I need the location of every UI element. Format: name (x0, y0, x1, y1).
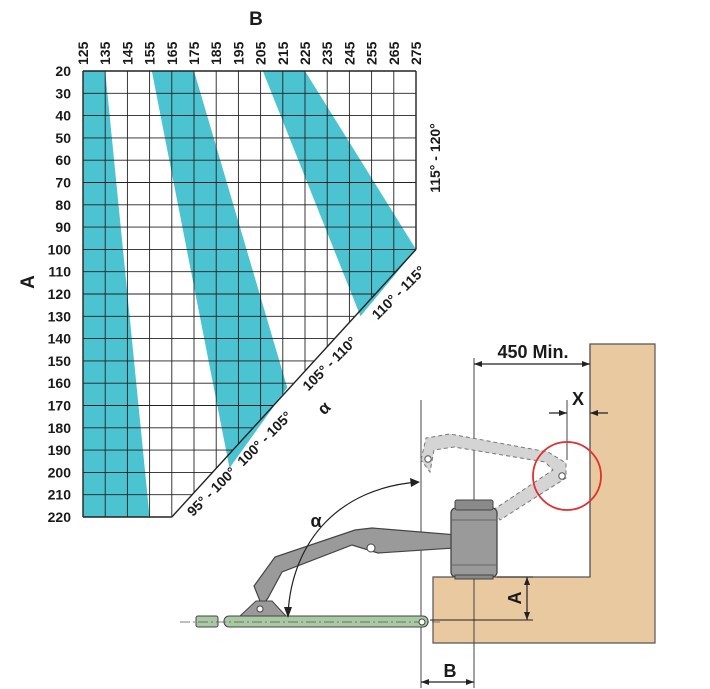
chart-grid (82, 70, 417, 518)
b-tick-label: 235 (319, 41, 335, 65)
a-b-angle-chart: 125 135 145 155 165 175 185 195 205 215 225 235 245 2… (18, 9, 443, 525)
a-tick-label: 120 (48, 286, 72, 302)
a-tick-label: 190 (48, 442, 72, 458)
alpha-label: α (310, 511, 321, 531)
detail-highlight-circle (532, 441, 602, 511)
alpha-arc (287, 481, 419, 615)
a-tick-label: 140 (48, 331, 72, 347)
b-tick-label: 145 (119, 41, 135, 65)
a-tick-label: 130 (48, 308, 72, 324)
grid-diagonal (171, 248, 417, 518)
closer-body (450, 507, 498, 578)
b-axis-ticks: 125 135 145 155 165 175 185 195 205 215 225 235 245 2… (75, 41, 424, 65)
ghost-joint (558, 472, 566, 480)
band-label-105-110: 105° - 110° (299, 333, 360, 394)
b-tick-label: 175 (186, 41, 202, 65)
a-tick-label: 150 (48, 353, 72, 369)
a-axis-title: A (18, 275, 39, 289)
ghost-pivot (424, 455, 432, 463)
a-tick-label: 220 (48, 509, 72, 525)
b-tick-label: 265 (386, 41, 402, 65)
b-tick-label: 205 (253, 41, 269, 65)
a-arrow-top (524, 577, 530, 585)
closer-cap-top (454, 499, 494, 511)
arm-joint (366, 543, 376, 553)
a-arrow-bottom (524, 612, 530, 620)
x-label: X (572, 389, 584, 409)
a-tick-label: 40 (55, 108, 71, 124)
alpha-symbol: α (314, 397, 335, 418)
door-frame-wall (432, 343, 656, 644)
a-tick-label: 200 (48, 464, 72, 480)
b-tick-label: 215 (275, 41, 291, 65)
b-tick-label: 135 (97, 41, 113, 65)
a-tick-label: 90 (55, 219, 71, 235)
b-arrow-left (421, 679, 429, 685)
b-tick-label: 155 (142, 41, 158, 65)
band-label-115-120: 115° - 120° (427, 123, 443, 193)
a-tick-label: 180 (48, 420, 72, 436)
a-tick-label: 60 (55, 152, 71, 168)
a-tick-label: 110 (48, 264, 71, 280)
bracket-pivot (256, 605, 264, 613)
door-bar-end (418, 618, 426, 626)
x-arrow-left (559, 410, 567, 416)
a-tick-label: 50 (55, 130, 71, 146)
b-label: B (444, 661, 457, 681)
a-tick-label: 20 (55, 63, 71, 79)
a-tick-label: 30 (55, 85, 71, 101)
a-tick-label: 80 (55, 197, 71, 213)
b-axis-title: B (249, 9, 263, 30)
b-tick-label: 185 (208, 41, 224, 65)
min-distance-arrow-right (582, 361, 590, 367)
x-arrow-right (590, 410, 598, 416)
door-bar (223, 615, 429, 628)
b-tick-label: 125 (75, 41, 91, 65)
a-tick-label: 210 (48, 487, 72, 503)
a-tick-label: 100 (48, 241, 72, 257)
a-label: A (505, 592, 525, 605)
b-tick-label: 245 (341, 41, 357, 65)
b-tick-label: 165 (164, 41, 180, 65)
b-tick-label: 225 (297, 41, 313, 65)
installation-drawing: 450 Min. X A B (180, 342, 656, 688)
closer-cap-bottom (454, 574, 494, 580)
alpha-arrow-end (410, 478, 420, 487)
a-tick-label: 170 (48, 398, 72, 414)
angle-band-2 (151, 71, 288, 468)
min-distance-arrow-left (474, 361, 482, 367)
b-tick-label: 255 (364, 41, 380, 65)
alpha-arrow-start (284, 607, 292, 618)
angle-band-3 (262, 71, 416, 317)
b-tick-label: 195 (230, 41, 246, 65)
b-tick-label: 275 (408, 41, 424, 65)
door-bar-stub (195, 615, 219, 628)
min-distance-label: 450 Min. (497, 342, 568, 362)
a-tick-label: 70 (55, 175, 71, 191)
a-tick-label: 160 (48, 375, 72, 391)
a-axis-ticks: 20 30 40 50 60 70 80 90 100 110 120 130 140 150 160 170… (48, 63, 72, 525)
b-arrow-right (466, 679, 474, 685)
